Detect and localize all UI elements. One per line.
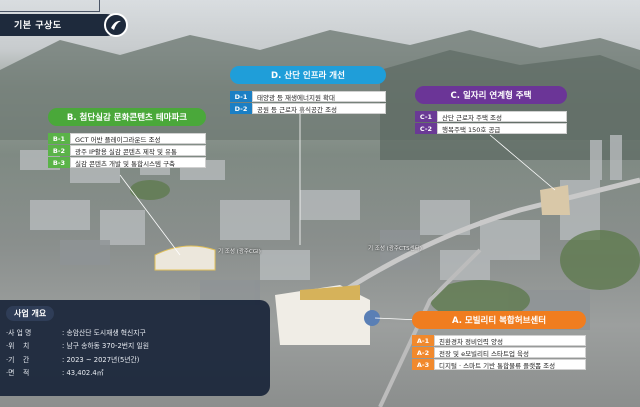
- row-text: 광주 IP활용 실감 콘텐츠 제작 및 유통: [70, 145, 206, 156]
- info-value: : 43,402.4㎡: [62, 369, 104, 378]
- row-code: B-3: [48, 157, 70, 168]
- callout-b-title: B. 첨단실감 문화콘텐츠 테마파크: [48, 108, 206, 126]
- header-frame-line: [0, 0, 100, 12]
- info-label: ·면 적: [6, 369, 30, 378]
- row-code: A-3: [412, 359, 434, 370]
- callout-a-row: A-3 디지털 · 스마트 기반 통합물류 플랫폼 조성: [412, 359, 586, 370]
- row-text: 실감 콘텐츠 개발 및 통합시스템 구축: [70, 157, 206, 168]
- row-code: B-1: [48, 133, 70, 144]
- stylized-arrow-logo-icon: [104, 13, 128, 37]
- callout-b-row: B-2 광주 IP활용 실감 콘텐츠 제작 및 유통: [48, 145, 206, 156]
- info-value: : 2023 ~ 2027년(5년간): [62, 355, 140, 364]
- row-code: C-1: [415, 111, 437, 122]
- site-label-cgi: 기 조성 (광주CGI): [218, 249, 261, 255]
- info-row: ·면 적 : 43,402.4㎡: [6, 366, 264, 380]
- callout-d-row: D-1 태양광 등 재생에너지원 확대: [230, 91, 386, 102]
- callout-a-row: A-1 친환경차 정비인력 양성: [412, 335, 586, 346]
- row-text: 디지털 · 스마트 기반 통합물류 플랫폼 조성: [434, 359, 586, 370]
- info-label: ·기 간: [6, 355, 30, 364]
- callout-c: C. 일자리 연계형 주택 C-1 산단 근로자 주택 조성 C-2 행복주택 …: [415, 86, 567, 134]
- row-text: 전장 및 e모빌리티 스타트업 육성: [434, 347, 586, 358]
- callout-d-title: D. 산단 인프라 개선: [230, 66, 386, 84]
- info-row: ·사 업 명 : 송암산단 도시재생 혁신지구: [6, 325, 264, 339]
- callout-a-row: A-2 전장 및 e모빌리티 스타트업 육성: [412, 347, 586, 358]
- row-text: 공원 등 근로자 휴식공간 조성: [252, 103, 386, 114]
- info-label: ·사 업 명: [6, 328, 32, 337]
- row-code: A-1: [412, 335, 434, 346]
- row-code: D-2: [230, 103, 252, 114]
- info-value: : 송암산단 도시재생 혁신지구: [62, 328, 146, 337]
- info-value: : 남구 송하동 370-2번지 일원: [62, 342, 149, 351]
- info-row: ·기 간 : 2023 ~ 2027년(5년간): [6, 352, 264, 366]
- callout-c-title: C. 일자리 연계형 주택: [415, 86, 567, 104]
- callout-c-row: C-1 산단 근로자 주택 조성: [415, 111, 567, 122]
- row-text: 태양광 등 재생에너지원 확대: [252, 91, 386, 102]
- callout-a-title: A. 모빌리티 복합허브센터: [412, 311, 586, 329]
- project-overview-panel: 사업 개요 ·사 업 명 : 송암산단 도시재생 혁신지구 ·위 치 : 남구 …: [0, 300, 270, 396]
- row-code: A-2: [412, 347, 434, 358]
- row-code: B-2: [48, 145, 70, 156]
- project-overview-title: 사업 개요: [6, 306, 55, 321]
- callout-c-row: C-2 행복주택 150호 공급: [415, 123, 567, 134]
- callout-d-row: D-2 공원 등 근로자 휴식공간 조성: [230, 103, 386, 114]
- site-label-cts: 기 조성 (광주CTS센터): [368, 246, 422, 252]
- header-bar: [0, 14, 118, 36]
- info-label: ·위 치: [6, 342, 30, 351]
- row-code: C-2: [415, 123, 437, 134]
- row-text: GCT 어반 플레이그라운드 조성: [70, 133, 206, 144]
- callout-d: D. 산단 인프라 개선 D-1 태양광 등 재생에너지원 확대 D-2 공원 …: [230, 66, 386, 114]
- callout-b: B. 첨단실감 문화콘텐츠 테마파크 B-1 GCT 어반 플레이그라운드 조성…: [48, 108, 206, 168]
- page-title: 기본 구상도: [14, 21, 62, 31]
- callout-b-row: B-1 GCT 어반 플레이그라운드 조성: [48, 133, 206, 144]
- info-row: ·위 치 : 남구 송하동 370-2번지 일원: [6, 339, 264, 353]
- callout-b-row: B-3 실감 콘텐츠 개발 및 통합시스템 구축: [48, 157, 206, 168]
- callout-a: A. 모빌리티 복합허브센터 A-1 친환경차 정비인력 양성 A-2 전장 및…: [412, 311, 586, 370]
- row-text: 행복주택 150호 공급: [437, 123, 567, 134]
- row-text: 친환경차 정비인력 양성: [434, 335, 586, 346]
- row-text: 산단 근로자 주택 조성: [437, 111, 567, 122]
- row-code: D-1: [230, 91, 252, 102]
